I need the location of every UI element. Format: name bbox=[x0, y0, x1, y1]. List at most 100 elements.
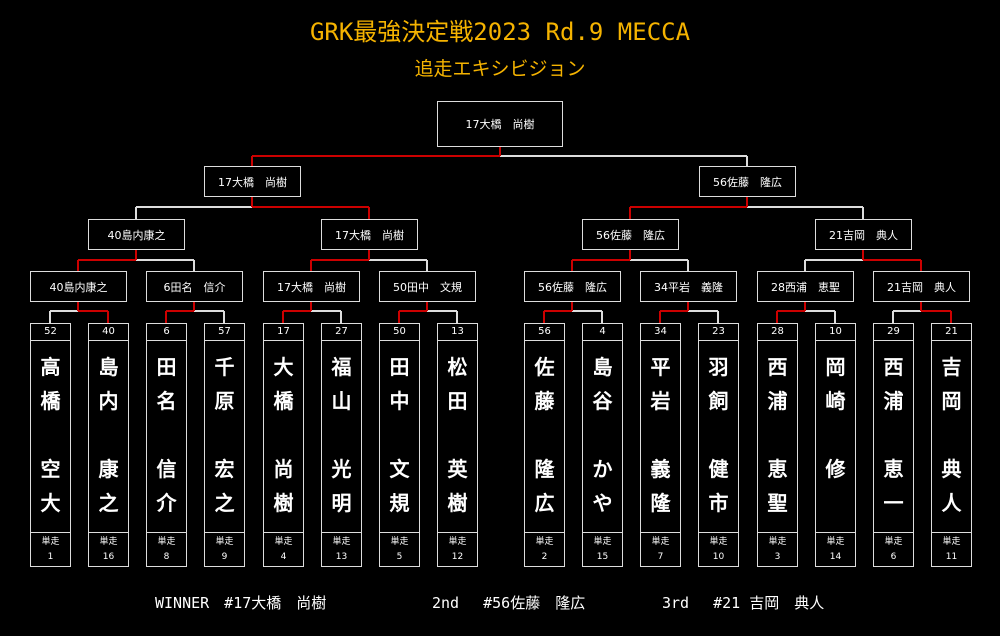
rider-name: 西 浦 恵 一 bbox=[883, 355, 904, 515]
seed-box: 単走 13 bbox=[322, 532, 361, 566]
seed-number: 3 bbox=[774, 552, 781, 562]
rider-card: 28 西 浦 恵 聖単走 3 bbox=[757, 323, 798, 567]
rider-card: 57 千 原 宏 之単走 9 bbox=[204, 323, 245, 567]
rider-name: 高 橋 空 大 bbox=[40, 355, 61, 515]
seed-box: 単走 1 bbox=[31, 532, 70, 566]
seed-number: 8 bbox=[163, 552, 170, 562]
seed-label: 単走 bbox=[593, 537, 612, 547]
rider-card: 10 岡 崎 修単走 14 bbox=[815, 323, 856, 567]
seed-number: 9 bbox=[221, 552, 228, 562]
seed-label: 単走 bbox=[215, 537, 234, 547]
rider-name: 平 岩 義 隆 bbox=[650, 355, 671, 515]
seed-label: 単走 bbox=[651, 537, 670, 547]
rider-number: 56 bbox=[525, 324, 564, 341]
seed-label: 単走 bbox=[448, 537, 467, 547]
seed-number: 1 bbox=[47, 552, 54, 562]
seed-number: 4 bbox=[280, 552, 287, 562]
seed-number: 10 bbox=[712, 552, 725, 562]
seed-label: 単走 bbox=[157, 537, 176, 547]
seed-number: 13 bbox=[335, 552, 348, 562]
seed-number: 14 bbox=[829, 552, 842, 562]
seed-label: 単走 bbox=[390, 537, 409, 547]
quarter-box-1: 40島内康之 bbox=[88, 219, 185, 250]
seed-number: 2 bbox=[541, 552, 548, 562]
rider-number: 52 bbox=[31, 324, 70, 341]
rider-name: 松 田 英 樹 bbox=[447, 355, 468, 515]
seed-number: 6 bbox=[890, 552, 897, 562]
rider-number: 34 bbox=[641, 324, 680, 341]
rider-number: 23 bbox=[699, 324, 738, 341]
semi-box-right: 56佐藤 隆広 bbox=[699, 166, 796, 197]
result-winner: WINNER #17大橋 尚樹 bbox=[155, 594, 327, 612]
rider-name: 羽 飼 健 市 bbox=[708, 355, 729, 515]
rider-card: 34 平 岩 義 隆単走 7 bbox=[640, 323, 681, 567]
r16-box-2: 6田名 信介 bbox=[146, 271, 243, 302]
r16-box-7: 28西浦 恵聖 bbox=[757, 271, 854, 302]
champion-box: 17大橋 尚樹 bbox=[437, 101, 563, 147]
r16-box-6: 34平岩 義隆 bbox=[640, 271, 737, 302]
result-second: 2nd #56佐藤 隆広 bbox=[432, 594, 586, 612]
rider-number: 13 bbox=[438, 324, 477, 341]
seed-number: 7 bbox=[657, 552, 664, 562]
rider-card: 13 松 田 英 樹単走 12 bbox=[437, 323, 478, 567]
seed-label: 単走 bbox=[826, 537, 845, 547]
rider-name: 千 原 宏 之 bbox=[214, 355, 235, 515]
rider-number: 4 bbox=[583, 324, 622, 341]
r16-box-4: 50田中 文規 bbox=[379, 271, 476, 302]
seed-number: 5 bbox=[396, 552, 403, 562]
rider-number: 21 bbox=[932, 324, 971, 341]
seed-box: 単走 10 bbox=[699, 532, 738, 566]
seed-number: 11 bbox=[945, 552, 958, 562]
rider-name: 島 内 康 之 bbox=[98, 355, 119, 515]
rider-name: 西 浦 恵 聖 bbox=[767, 355, 788, 515]
result-third: 3rd #21 吉岡 典人 bbox=[662, 594, 825, 612]
seed-label: 単走 bbox=[942, 537, 961, 547]
rider-number: 17 bbox=[264, 324, 303, 341]
rider-name: 島 谷 か や bbox=[592, 355, 613, 515]
seed-label: 単走 bbox=[535, 537, 554, 547]
seed-box: 単走 8 bbox=[147, 532, 186, 566]
seed-box: 単走 14 bbox=[816, 532, 855, 566]
semi-box-left: 17大橋 尚樹 bbox=[204, 166, 301, 197]
page-subtitle: 追走エキシビジョン bbox=[414, 58, 586, 80]
seed-box: 単走 9 bbox=[205, 532, 244, 566]
rider-number: 6 bbox=[147, 324, 186, 341]
seed-number: 12 bbox=[451, 552, 464, 562]
r16-box-8: 21吉岡 典人 bbox=[873, 271, 970, 302]
seed-box: 単走 12 bbox=[438, 532, 477, 566]
rider-card: 56 佐 藤 隆 広単走 2 bbox=[524, 323, 565, 567]
rider-name: 佐 藤 隆 広 bbox=[534, 355, 555, 515]
rider-number: 28 bbox=[758, 324, 797, 341]
seed-label: 単走 bbox=[332, 537, 351, 547]
page-title: GRK最強決定戦2023 Rd.9 MECCA bbox=[309, 18, 691, 46]
seed-label: 単走 bbox=[41, 537, 60, 547]
seed-box: 単走 4 bbox=[264, 532, 303, 566]
rider-number: 10 bbox=[816, 324, 855, 341]
seed-box: 単走 2 bbox=[525, 532, 564, 566]
rider-number: 40 bbox=[89, 324, 128, 341]
rider-name: 福 山 光 明 bbox=[331, 355, 352, 515]
rider-number: 29 bbox=[874, 324, 913, 341]
seed-label: 単走 bbox=[768, 537, 787, 547]
seed-label: 単走 bbox=[274, 537, 293, 547]
r16-box-5: 56佐藤 隆広 bbox=[524, 271, 621, 302]
quarter-box-2: 17大橋 尚樹 bbox=[321, 219, 418, 250]
rider-number: 57 bbox=[205, 324, 244, 341]
seed-box: 単走 3 bbox=[758, 532, 797, 566]
rider-name: 岡 崎 修 bbox=[825, 355, 846, 481]
seed-label: 単走 bbox=[99, 537, 118, 547]
seed-label: 単走 bbox=[709, 537, 728, 547]
rider-name: 田 中 文 規 bbox=[389, 355, 410, 515]
quarter-box-3: 56佐藤 隆広 bbox=[582, 219, 679, 250]
seed-box: 単走 7 bbox=[641, 532, 680, 566]
